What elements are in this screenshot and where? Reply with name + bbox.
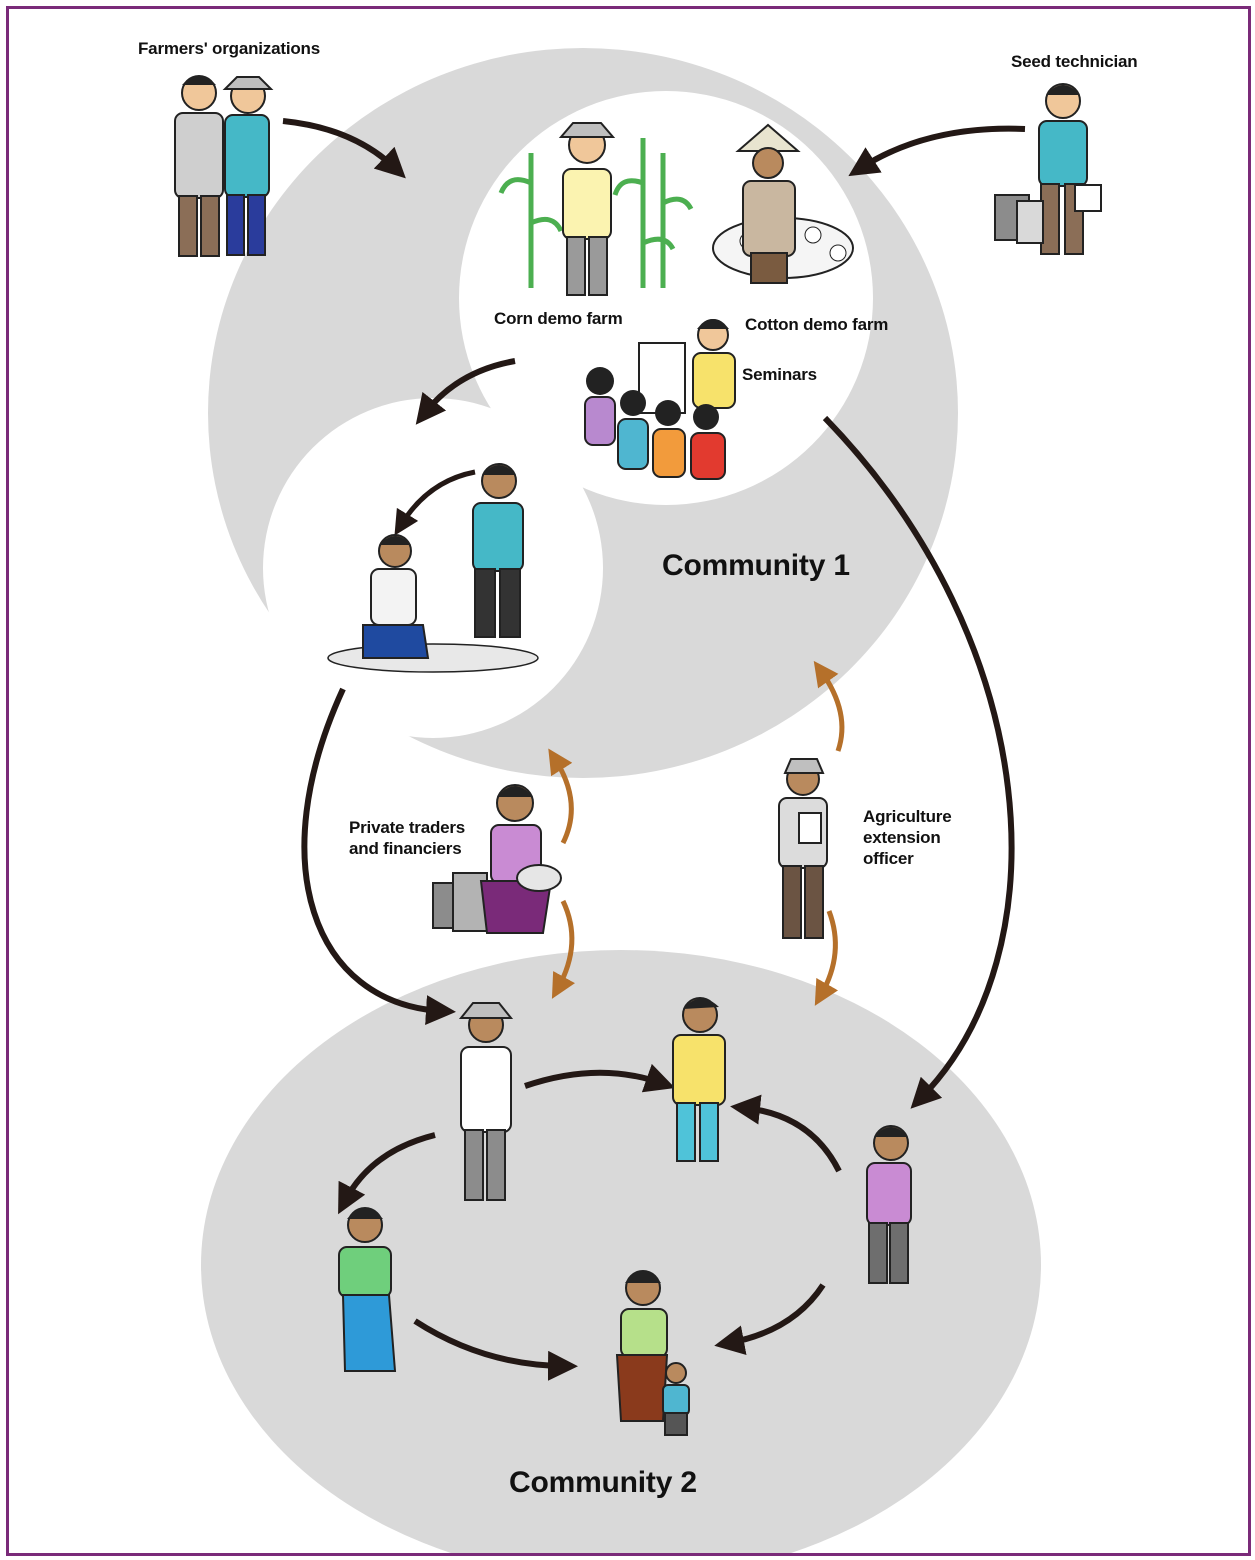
farmer-conversation-icon [327, 463, 539, 673]
arrow-c2-bottom-right [714, 1283, 826, 1355]
arrow-community1-to-community2-left [301, 687, 456, 1026]
diagram-canvas [174, 48, 1102, 1553]
arrow-demo-to-conversation [415, 358, 516, 425]
arrow-c2-left-down [338, 1132, 436, 1215]
arrow-c2-top [524, 1063, 676, 1093]
officer-arrow-down [814, 910, 839, 1006]
label-seminars: Seminars [742, 365, 817, 384]
cotton-farmer-icon [712, 123, 854, 284]
arrow-farmers-to-community1 [282, 118, 406, 179]
diagram-frame: Farmers' organizations Seed technician C… [6, 6, 1251, 1556]
label-seed-technician: Seed technician [1011, 52, 1138, 71]
label-agriculture-extension-officer: Agriculture extension officer [863, 807, 952, 868]
private-trader-icon [432, 784, 562, 934]
label-cotton-demo-farm: Cotton demo farm [745, 315, 889, 334]
trader-arrow-up [548, 748, 574, 845]
arrow-c2-right-up [730, 1094, 842, 1173]
extension-officer-icon [778, 758, 828, 939]
community-2-region [201, 950, 1041, 1553]
seminar-group-icon [584, 319, 736, 480]
arrow-inner-conversation [394, 469, 476, 536]
seed-technician-icon [994, 83, 1102, 255]
label-private-traders: Private traders and financiers [349, 818, 466, 858]
label-corn-demo-farm: Corn demo farm [494, 309, 623, 328]
arrow-seed-technician-to-community1 [848, 125, 1026, 177]
label-community-1: Community 1 [662, 549, 850, 582]
label-farmers-organizations: Farmers' organizations [138, 39, 320, 58]
officer-arrow-up [813, 660, 845, 752]
community-2-farmer-icon [338, 997, 912, 1436]
corn-farmer-icon [498, 122, 694, 296]
arrow-demo-to-community2-right [822, 415, 1015, 1109]
farmers-organizations-icon [174, 75, 274, 257]
farmer-conversation-circle [263, 398, 603, 738]
trader-arrow-down [551, 899, 575, 999]
arrow-c2-bottom-left [413, 1318, 578, 1381]
label-community-2: Community 2 [509, 1466, 697, 1499]
